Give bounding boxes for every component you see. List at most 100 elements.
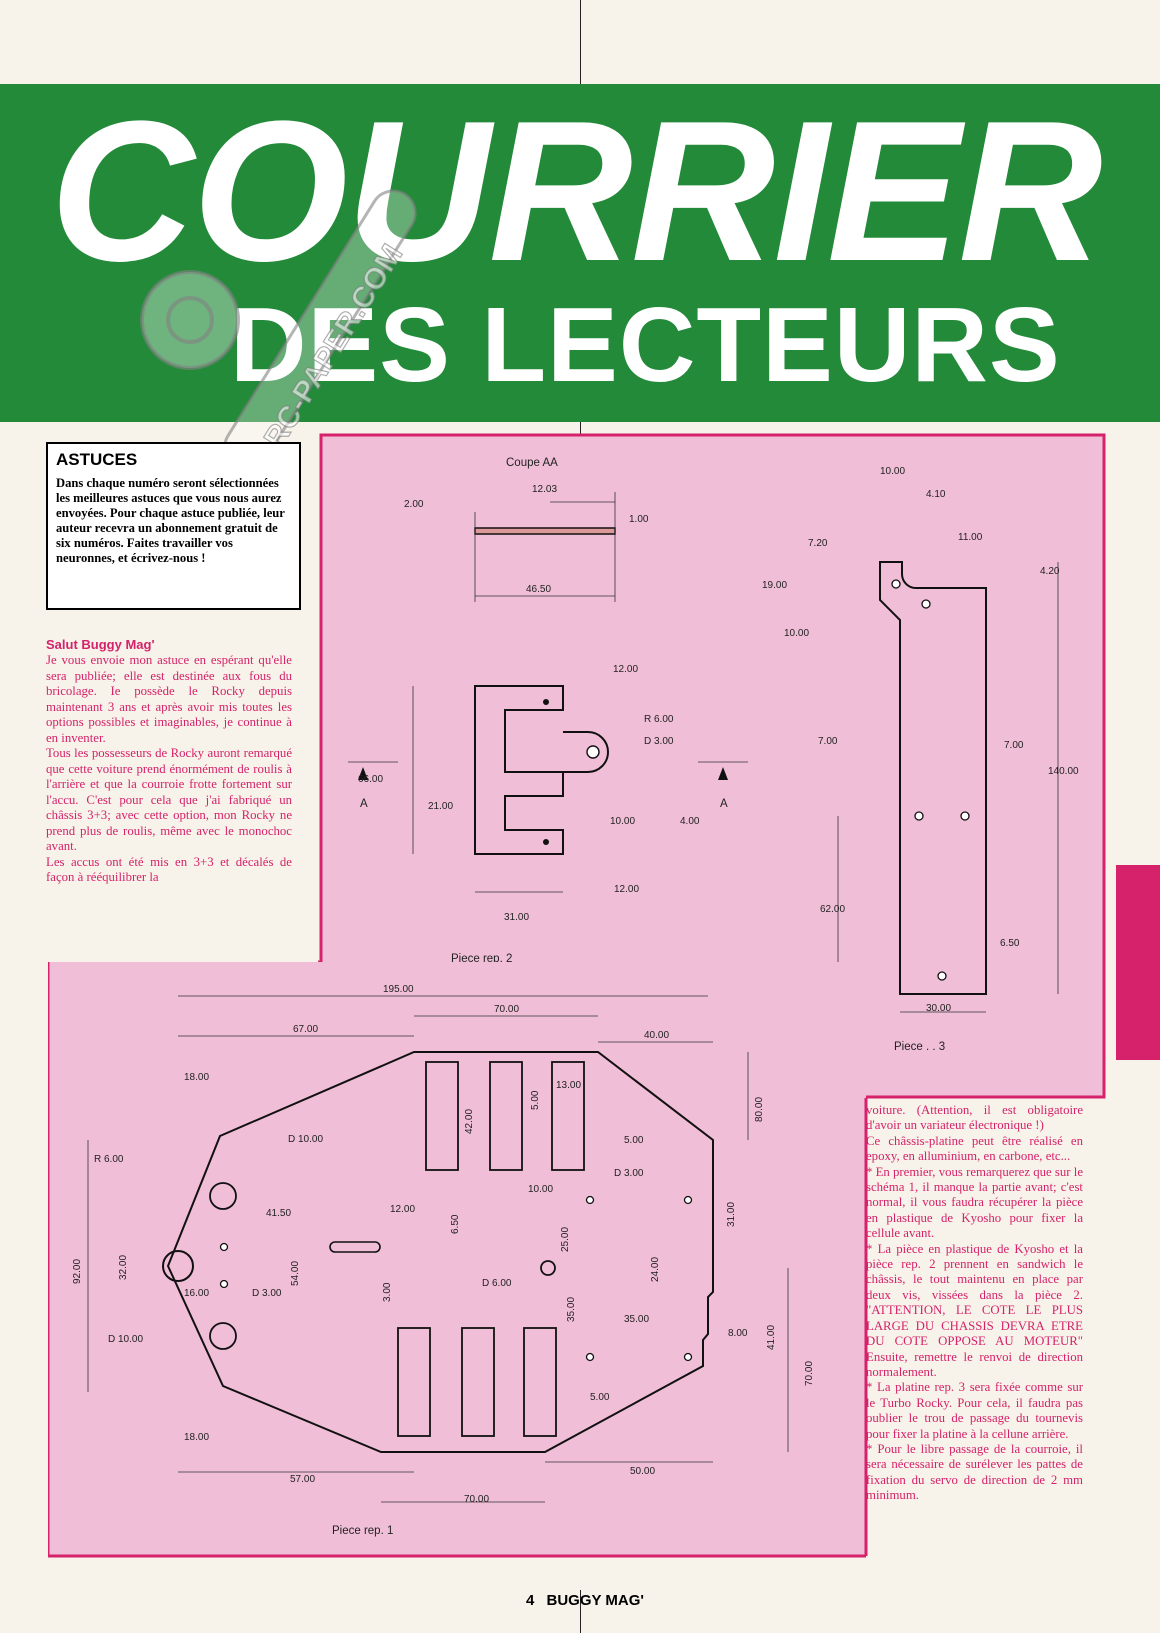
slot xyxy=(425,1061,459,1171)
piece-2-outline xyxy=(474,685,564,855)
dim-text: 4.20 xyxy=(1040,566,1060,577)
page-number: 4 xyxy=(526,1592,535,1609)
slot xyxy=(329,1241,381,1253)
dim-text: 10.00 xyxy=(880,466,905,477)
hole xyxy=(543,699,549,705)
piece-2-lug xyxy=(563,731,609,773)
slot xyxy=(523,1327,557,1437)
dim-text: 7.00 xyxy=(1004,740,1024,751)
dim-text: 42.00 xyxy=(464,1109,475,1134)
hole xyxy=(585,1352,595,1362)
dim-text: 12.00 xyxy=(614,884,639,895)
hole xyxy=(921,599,931,609)
dim-text: 41.50 xyxy=(266,1208,291,1219)
piece-3-outline xyxy=(879,561,987,995)
coupe-label: Coupe AA xyxy=(506,457,558,469)
dim-text: 13.00 xyxy=(556,1080,581,1091)
dim-text: 10.00 xyxy=(610,816,635,827)
slot xyxy=(397,1327,431,1437)
page-subtitle: DES LECTEURS xyxy=(230,286,1061,404)
dim-text: 5.00 xyxy=(624,1135,644,1146)
piece-1-dimension-lines xyxy=(87,995,789,1503)
dim-text: 5.00 xyxy=(590,1392,610,1403)
dim-text: D 3.00 xyxy=(252,1288,282,1299)
dim-text: 2.00 xyxy=(404,499,424,510)
dim-text: D 6.00 xyxy=(482,1278,512,1289)
slot xyxy=(489,1061,523,1171)
dim-text: 18.00 xyxy=(184,1432,209,1443)
dim-text: 12.03 xyxy=(532,484,557,495)
dim-text: 10.00 xyxy=(784,628,809,639)
dim-text: 8.00 xyxy=(728,1328,748,1339)
slot xyxy=(461,1327,495,1437)
dim-text: 140.00 xyxy=(1048,766,1079,777)
page-edge-tab xyxy=(1116,865,1160,1060)
dim-text: 35.00 xyxy=(566,1297,577,1322)
letter-paragraph: * Pour le libre passage de la courroie, … xyxy=(866,1441,1083,1503)
letter-body: Je vous envoie mon astuce en espérant qu… xyxy=(46,653,292,886)
dim-text: 11.00 xyxy=(958,532,983,543)
dim-text: R 6.00 xyxy=(644,714,674,725)
dim-text: 31.00 xyxy=(726,1202,737,1227)
dim-text: 195.00 xyxy=(383,984,414,995)
slot xyxy=(551,1061,585,1171)
piece-1 xyxy=(162,1051,714,1453)
watermark-stamp: RC-PAPER.COM xyxy=(140,189,417,471)
dim-text: 1.00 xyxy=(629,514,649,525)
letter-paragraph: Je vous envoie mon astuce en espérant qu… xyxy=(46,653,292,745)
astuces-heading: ASTUCES xyxy=(56,450,138,469)
piece-1-drawing: 195.00 70.00 67.00 40.00 18.00 13.00 D 1… xyxy=(48,962,868,1558)
fold-line xyxy=(580,0,581,84)
dim-text: D 3.00 xyxy=(614,1168,644,1179)
hole xyxy=(540,1260,556,1276)
dim-text: 6.50 xyxy=(1000,938,1020,949)
piece-1-label: Piece rep. 1 xyxy=(332,1525,393,1537)
dim-text: 92.00 xyxy=(72,1259,83,1284)
letter-continuation: voiture. (Attention, il est obligatoire … xyxy=(866,1103,1083,1504)
fold-line xyxy=(580,1590,581,1633)
page-title: COURRIER xyxy=(50,80,1103,303)
dim-text: 12.00 xyxy=(390,1204,415,1215)
hole xyxy=(960,811,970,821)
dim-text: 30.00 xyxy=(926,1003,951,1014)
dim-text: 21.00 xyxy=(428,801,453,812)
hole xyxy=(937,971,947,981)
hole xyxy=(586,745,600,759)
dim-text: 41.00 xyxy=(766,1325,777,1350)
piece-1-dimensions: 195.00 70.00 67.00 40.00 18.00 13.00 D 1… xyxy=(72,984,815,1537)
hole xyxy=(683,1352,693,1362)
dim-text: 3.00 xyxy=(382,1282,393,1302)
section-mark: A xyxy=(720,798,728,810)
dim-text: 7.20 xyxy=(808,538,828,549)
letter-paragraph: Ce châssis-platine peut être réalisé en … xyxy=(866,1133,1083,1164)
page-footer: 4 BUGGY MAG' xyxy=(526,1592,644,1609)
dim-text: 40.00 xyxy=(644,1030,669,1041)
astuces-text: Dans chaque numéro seront sélectionnées … xyxy=(56,476,285,565)
hole xyxy=(683,1195,693,1205)
title-banner xyxy=(0,84,1160,422)
fold-line xyxy=(580,422,581,442)
section-mark: A xyxy=(360,798,368,810)
dim-text: 4.00 xyxy=(680,816,700,827)
dim-text: 10.00 xyxy=(528,1184,553,1195)
dim-text: 5.00 xyxy=(530,1090,541,1110)
hole xyxy=(891,579,901,589)
magazine-name: BUGGY MAG' xyxy=(546,1592,644,1609)
dim-text: 80.00 xyxy=(754,1097,765,1122)
dim-text: R 6.00 xyxy=(94,1154,124,1165)
dim-text: 35.00 xyxy=(624,1314,649,1325)
dim-text: 31.00 xyxy=(504,912,529,923)
dim-text: 18.00 xyxy=(184,1072,209,1083)
dim-text: 70.00 xyxy=(804,1361,815,1386)
coupe-aa-section: Coupe AA 12.03 2.00 1.00 46.50 xyxy=(404,457,649,602)
dim-text: 57.00 xyxy=(290,1474,315,1485)
piece-3: 10.00 4.10 11.00 7.20 4.20 19.00 10.00 7… xyxy=(762,466,1079,1053)
hole xyxy=(219,1279,229,1289)
dim-text: 46.50 xyxy=(526,584,551,595)
hole xyxy=(585,1195,595,1205)
hole xyxy=(162,1250,194,1282)
dim-text: 70.00 xyxy=(494,1004,519,1015)
hole xyxy=(543,839,549,845)
coupe-profile xyxy=(474,527,616,535)
dim-text: 4.10 xyxy=(926,489,946,500)
